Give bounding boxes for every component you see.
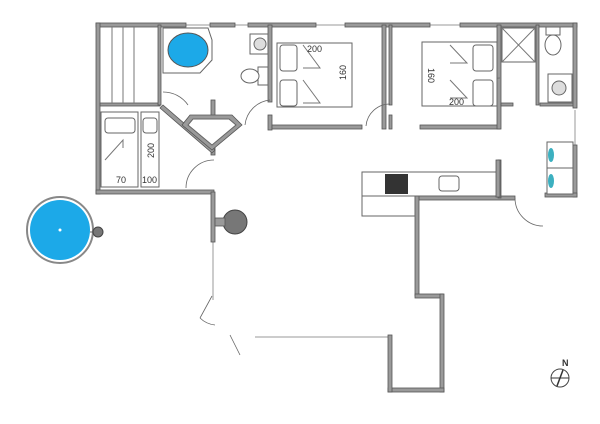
- compass-north-label: N: [562, 358, 569, 368]
- bed-width-label: 160: [338, 65, 348, 80]
- wood-stove-icon: [222, 209, 248, 235]
- bed-length-label: 200: [146, 143, 156, 158]
- bed-width-label: 160: [426, 68, 436, 83]
- bed-width-label: 100: [142, 175, 157, 185]
- sink-icon: [253, 37, 267, 51]
- outdoor-pool: [26, 196, 104, 264]
- kitchen-sink-icon: [438, 175, 460, 192]
- toilet-icon: [544, 34, 562, 56]
- bed-width-label: 70: [116, 175, 126, 185]
- double-bed-2: 200 160: [421, 41, 498, 107]
- stove-icon: [385, 174, 408, 194]
- kitchen-counter: [361, 159, 501, 217]
- toilet-icon: [240, 68, 260, 84]
- sink-icon: [551, 80, 567, 96]
- bed-length-label: 200: [307, 44, 322, 54]
- washing-machines: [546, 141, 574, 195]
- compass-icon: N: [550, 358, 570, 388]
- sauna-benches: [111, 27, 135, 103]
- double-bed-1: 200 160: [276, 42, 353, 108]
- bed-length-label: 200: [449, 97, 464, 107]
- toilet-tank: [545, 26, 561, 36]
- single-beds: 70 100 200: [100, 111, 160, 188]
- jacuzzi: [162, 27, 213, 74]
